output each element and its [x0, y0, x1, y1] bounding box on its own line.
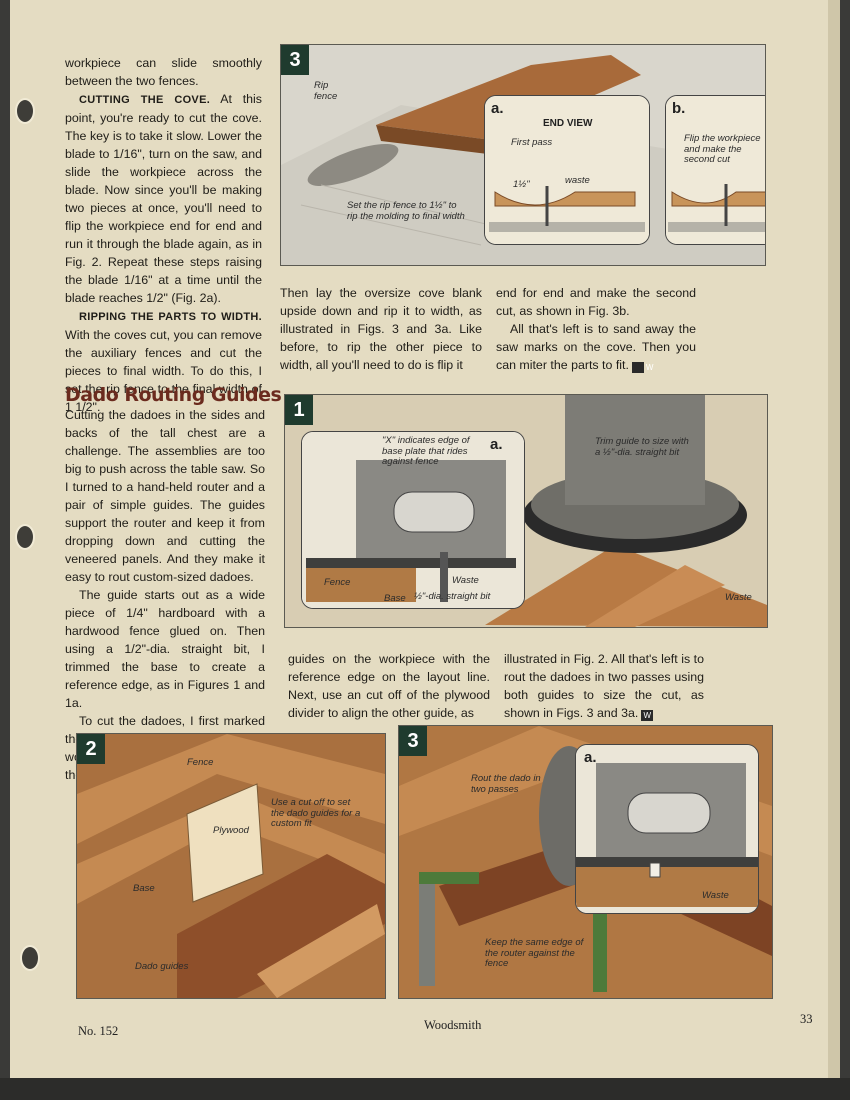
inset-letter: a. — [491, 100, 504, 117]
inset-a-drawing — [302, 432, 524, 608]
paragraph-text: At this point, you're ready to cut the c… — [65, 92, 263, 305]
waste-label: waste — [565, 175, 590, 186]
paragraph-text: With the coves cut, you can remove the a… — [65, 328, 262, 414]
figure-1-inset-a: "X" indicates edge of base plate that ri… — [301, 431, 525, 609]
inset-a-drawing — [576, 745, 758, 913]
text-column-1-bottom: Cutting the dadoes in the sides and back… — [65, 406, 265, 784]
figure-number: 1 — [285, 395, 313, 425]
figure-number: 3 — [399, 726, 427, 756]
inset-letter: a. — [490, 436, 503, 453]
paragraph: end for end and make the second cut, as … — [496, 286, 696, 318]
fence-label: Fence — [187, 757, 214, 768]
run-in-head: RIPPING THE PARTS TO WIDTH. — [79, 311, 262, 323]
figure-2-drawing — [77, 734, 385, 998]
paragraph: RIPPING THE PARTS TO WIDTH. With the cov… — [65, 307, 262, 416]
inset-b: b. Flip the workpiece and make the secon… — [665, 95, 765, 245]
text-column-1-top: workpiece can slide smoothly between the… — [65, 54, 262, 416]
rip-fence-label: Rip fence — [314, 80, 338, 102]
end-mark-icon: W — [641, 710, 654, 721]
paragraph: Cutting the dadoes in the sides and back… — [65, 408, 265, 584]
paragraph-text: All that's left is to sand away the saw … — [496, 322, 696, 372]
dimension-label: 1½" — [513, 179, 530, 190]
x-indicates-note: "X" indicates edge of base plate that ri… — [382, 435, 470, 467]
page-number: 33 — [800, 1012, 813, 1026]
use-cutoff-label: Use a cut off to set the dado guides for… — [271, 797, 361, 829]
first-pass-label: First pass — [511, 137, 553, 148]
paragraph: guides on the workpiece with the referen… — [288, 652, 490, 720]
inset-title: END VIEW — [543, 118, 593, 129]
paragraph: All that's left is to sand away the saw … — [496, 320, 696, 374]
paragraph-text: illustrated in Fig. 2. All that's left i… — [504, 652, 704, 720]
section-heading: Dado Routing Guides — [65, 384, 282, 406]
inset-a-end-view: a. END VIEW First pass 1½" waste — [484, 95, 650, 245]
waste-label: Waste — [725, 592, 752, 603]
base-label: Base — [384, 593, 406, 604]
figure-2: 2 Fence Use a cut off to set the dado gu… — [76, 733, 386, 999]
waste-label: Waste — [702, 890, 729, 901]
set-rip-fence-caption: Set the rip fence to 1½" to rip the mold… — [347, 200, 465, 222]
paragraph: CUTTING THE COVE. At this point, you're … — [65, 90, 262, 307]
figure-number: 2 — [77, 734, 105, 764]
flip-workpiece-label: Flip the workpiece and make the second c… — [684, 133, 761, 165]
text-column-3-top: end for end and make the second cut, as … — [496, 284, 696, 374]
binder-hole-top — [15, 98, 35, 124]
issue-number: No. 152 — [78, 1024, 119, 1038]
inset-b-drawing — [666, 96, 765, 244]
plywood-label: Plywood — [213, 825, 249, 836]
end-mark-icon: W — [631, 362, 653, 373]
scan-border — [0, 1078, 850, 1100]
figure-3-bottom: 3 Rout the dado in two passes a. Waste K… — [398, 725, 773, 999]
keep-router-label: Keep the same edge of the router against… — [485, 937, 584, 969]
end-view-drawing — [485, 96, 649, 244]
paragraph: The guide starts out as a wide piece of … — [65, 588, 265, 710]
page-edge — [828, 0, 840, 1078]
waste-label-inset: Waste — [452, 575, 479, 586]
text-column-2-top: Then lay the oversize cove blank upside … — [280, 284, 482, 374]
dado-guides-label: Dado guides — [135, 961, 189, 972]
figure-3-inset-a: a. Waste — [575, 744, 759, 914]
binder-hole-middle — [15, 524, 35, 550]
figure-number: 3 — [281, 45, 309, 75]
text-column-2-bottom: guides on the workpiece with the referen… — [288, 650, 490, 722]
rout-dado-label: Rout the dado in two passes — [471, 773, 541, 795]
inset-letter: b. — [672, 100, 686, 117]
inset-letter: a. — [584, 749, 597, 766]
figure-3-top: 3 Rip fence Set the rip fence to 1½" to … — [280, 44, 766, 266]
run-in-head: CUTTING THE COVE. — [79, 94, 211, 106]
trim-guide-label: Trim guide to size with a ½"-dia. straig… — [595, 436, 689, 458]
figure-1: 1 "X" indicates edge of base plate that … — [284, 394, 768, 628]
paragraph: illustrated in Fig. 2. All that's left i… — [504, 650, 704, 722]
paragraph: workpiece can slide smoothly between the… — [65, 56, 262, 88]
bit-label: ½"-dia. straight bit — [414, 591, 491, 602]
paragraph: Then lay the oversize cove blank upside … — [280, 286, 482, 372]
text-column-3-bottom: illustrated in Fig. 2. All that's left i… — [504, 650, 704, 722]
fence-label: Fence — [324, 577, 351, 588]
binder-hole-bottom — [20, 945, 40, 971]
magazine-page: workpiece can slide smoothly between the… — [10, 0, 838, 1078]
base-label: Base — [133, 883, 155, 894]
magazine-name: Woodsmith — [424, 1018, 482, 1032]
